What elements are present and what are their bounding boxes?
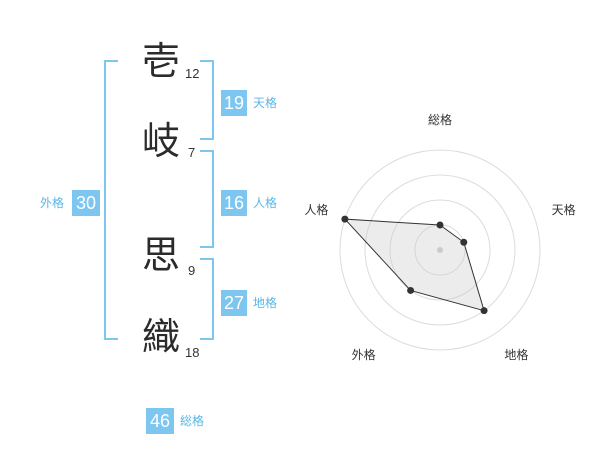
gaikaku-value: 30	[72, 190, 100, 216]
chikaku-label: 地格	[253, 296, 278, 310]
stroke-count-3: 9	[188, 263, 196, 278]
radar-point-3	[407, 286, 415, 294]
radar-axis-label-2: 地格	[504, 347, 528, 362]
name-char-2: 岐	[142, 119, 181, 163]
chikaku-bracket	[200, 258, 214, 340]
radar-point-2	[480, 307, 488, 315]
radar-polygon	[343, 218, 485, 312]
jinkaku-value: 16	[221, 190, 247, 216]
stroke-count-4: 18	[185, 345, 200, 360]
name-char-3: 思	[142, 233, 181, 277]
soukaku-label: 総格	[180, 414, 205, 428]
jinkaku-bracket	[200, 150, 214, 248]
gaikaku-bracket	[104, 60, 118, 340]
name-char-4: 織	[142, 315, 181, 359]
tenkaku-label: 天格	[253, 96, 278, 110]
tenkaku-value: 19	[221, 90, 247, 116]
radar-point-0	[436, 221, 444, 229]
radar-point-1	[460, 238, 468, 246]
chikaku-value: 27	[221, 290, 247, 316]
radar-point-4	[341, 215, 349, 223]
stroke-count-2: 7	[188, 145, 196, 160]
stroke-count-1: 12	[185, 66, 200, 81]
jinkaku-label: 人格	[253, 196, 278, 210]
soukaku-value: 46	[146, 408, 174, 434]
radar-ring-3	[364, 174, 516, 326]
radar-axis-label-1: 天格	[552, 202, 576, 217]
name-char-1: 壱	[142, 39, 181, 83]
radar-center	[437, 247, 443, 253]
tenkaku-bracket	[200, 60, 214, 140]
radar-axis-label-0: 総格	[428, 112, 452, 127]
radar-axis-label-4: 人格	[304, 202, 328, 217]
radar-ring-2	[389, 199, 491, 301]
radar-axis-label-3: 外格	[352, 347, 376, 362]
gaikaku-label: 外格	[40, 196, 65, 210]
radar-ring-4	[339, 149, 541, 351]
